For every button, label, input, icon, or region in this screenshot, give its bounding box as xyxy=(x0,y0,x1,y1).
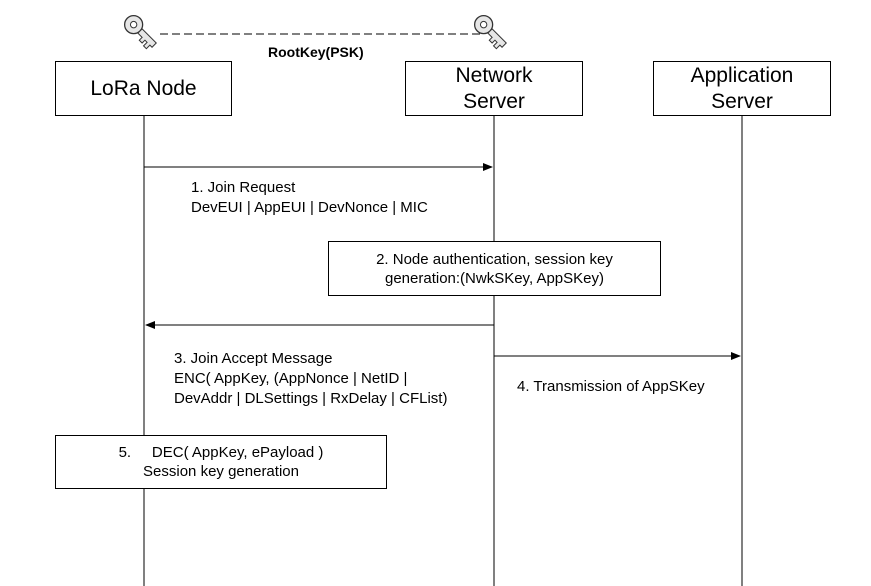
step-node-authentication-note: 2. Node authentication, session key gene… xyxy=(328,241,661,296)
step-join-accept-label: 3. Join Accept Message ENC( AppKey, (App… xyxy=(174,349,447,409)
step-join-accept-line-3: DevAddr | DLSettings | RxDelay | CFList) xyxy=(174,390,448,407)
actor-network-server-label-2: Server xyxy=(463,89,525,113)
key-icon xyxy=(123,14,157,50)
actor-network-server-label-1: Network xyxy=(455,63,533,87)
key-icon xyxy=(473,14,507,50)
actor-application-server-label-1: Application xyxy=(690,63,794,87)
step-join-accept-title: 3. Join Accept Message xyxy=(174,350,333,367)
actor-lora-node: LoRa Node xyxy=(55,61,232,116)
rootkey-label: RootKey(PSK) xyxy=(268,44,364,60)
actor-network-server: Network Server xyxy=(405,61,583,116)
step-node-authentication-line-1: 2. Node authentication, session key xyxy=(376,250,613,268)
step-dec-line-1: 5. DEC( AppKey, ePayload ) xyxy=(118,444,324,461)
actor-application-server: Application Server xyxy=(653,61,831,116)
step-dec-note: 5. DEC( AppKey, ePayload ) Session key g… xyxy=(55,435,387,489)
step-join-request-fields: DevEUI | AppEUI | DevNonce | MIC xyxy=(191,199,428,216)
step-dec-line-2: Session key generation xyxy=(143,463,299,480)
step-join-request-label: 1. Join Request DevEUI | AppEUI | DevNon… xyxy=(191,178,428,218)
actor-lora-node-label: LoRa Node xyxy=(90,76,197,100)
step-transmission-label: 4. Transmission of AppSKey xyxy=(517,378,705,395)
actor-application-server-label-2: Server xyxy=(711,89,773,113)
step-join-accept-line-2: ENC( AppKey, (AppNonce | NetID | xyxy=(174,370,408,387)
step-join-request-title: 1. Join Request xyxy=(191,179,296,196)
step-node-authentication-line-2: generation:(NwkSKey, AppSKey) xyxy=(384,269,604,287)
